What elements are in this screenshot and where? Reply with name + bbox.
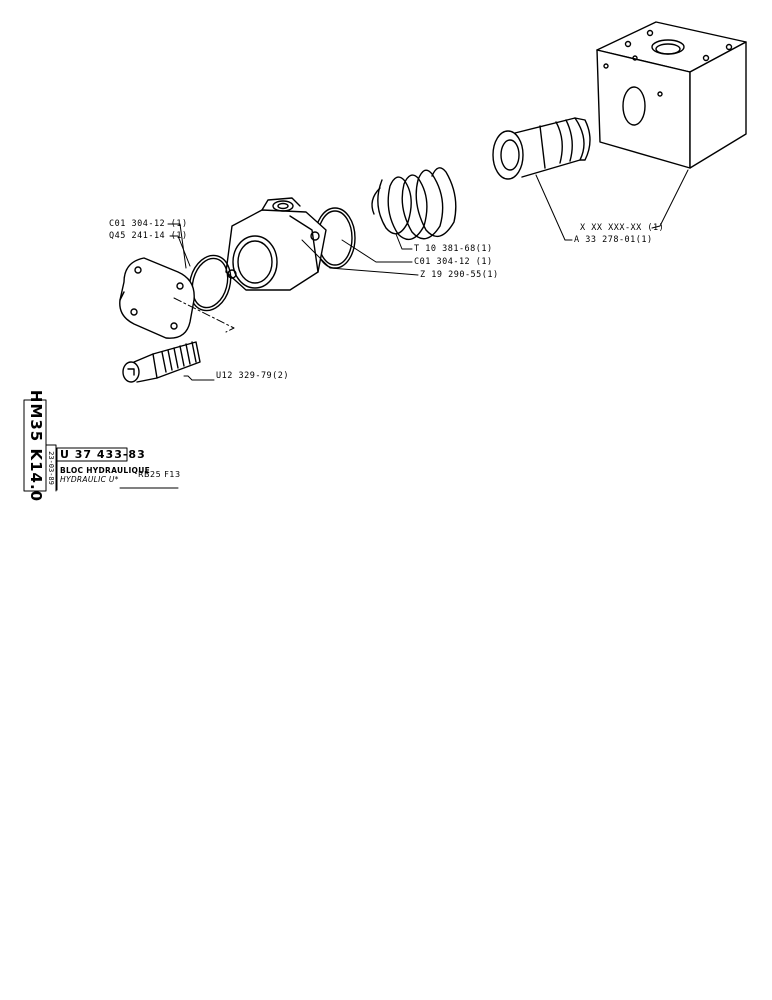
leader-lines <box>167 169 689 381</box>
label-spring: T 10 381-68(1) <box>414 244 493 254</box>
drawing-date: 23-03-89 <box>47 451 55 485</box>
label-valve: A 33 278-01(1) <box>574 235 653 245</box>
label-bolt: U12 329-79(2) <box>216 371 290 381</box>
spring <box>371 167 457 241</box>
label-cover: Q45 241-14 (1) <box>109 231 188 241</box>
title-french: BLOC HYDRAULIQUE <box>60 466 151 475</box>
valve-housing <box>225 197 327 291</box>
label-o-ring-right: C01 304-12 (1) <box>414 257 493 267</box>
socket-bolt <box>122 341 201 383</box>
label-housing: Z 19 290-55(1) <box>420 270 499 280</box>
drawing-code: HM35 K14.0 <box>27 389 45 503</box>
title-block-frame <box>23 399 179 492</box>
label-block: X XX XXX-XX (1) <box>580 223 665 233</box>
valve-cartridge <box>492 117 591 180</box>
title-english: HYDRAULIC U* <box>60 475 119 484</box>
o-ring-left <box>188 254 232 312</box>
hydraulic-block <box>596 21 747 169</box>
label-o-ring-left: C01 304-12 (1) <box>109 219 188 229</box>
axis-line <box>173 297 235 333</box>
model-code: RB25 F13 <box>138 470 181 479</box>
cover-plate <box>119 257 195 339</box>
part-number: U 37 433-83 <box>60 448 146 461</box>
